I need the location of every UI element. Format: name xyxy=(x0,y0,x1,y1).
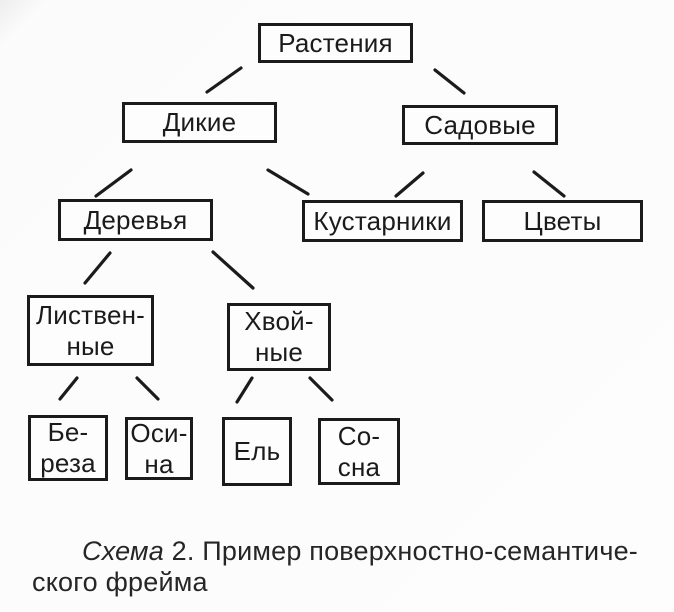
node-tsvety-label: Цветы xyxy=(523,205,602,236)
edge-sadovye-kustarniki xyxy=(394,171,425,198)
node-sadovye-label: Садовые xyxy=(424,109,536,140)
node-dikie-label: Дикие xyxy=(162,107,237,137)
edge-dikie-kustarniki xyxy=(266,168,310,196)
edge-listvennye-osina xyxy=(135,376,160,401)
node-khvoynye: Хвой- ные xyxy=(227,303,331,371)
node-derevya: Деревья xyxy=(58,199,213,241)
node-kustarniki-label: Кустарники xyxy=(313,205,452,236)
edge-khvoynye-sosna xyxy=(308,376,334,402)
node-derevya-label: Деревья xyxy=(83,204,188,235)
figure-caption-line1-rest: 2. Пример поверхностно-семантиче- xyxy=(163,536,639,566)
figure-caption: Схема 2. Пример поверхностно-семантиче- … xyxy=(32,536,642,598)
node-listvennye: Листвен- ные xyxy=(27,295,154,366)
node-bereza-label: Бе- реза xyxy=(40,417,96,478)
node-sosna-label: Со- сна xyxy=(337,420,381,482)
edge-rasteniya-dikie xyxy=(205,66,243,94)
edge-derevya-khvoynye xyxy=(211,250,255,290)
node-el-label: Ель xyxy=(233,436,281,466)
node-dikie: Дикие xyxy=(122,102,277,143)
edge-listvennye-bereza xyxy=(58,376,79,401)
figure-caption-line2: ского фрейма xyxy=(32,567,208,597)
node-kustarniki: Кустарники xyxy=(302,200,463,242)
node-bereza: Бе- реза xyxy=(28,415,108,481)
node-tsvety: Цветы xyxy=(482,200,643,242)
edge-khvoynye-el xyxy=(235,376,254,404)
node-el: Ель xyxy=(222,417,292,486)
node-sadovye: Садовые xyxy=(402,105,558,145)
node-osina: Оси- на xyxy=(125,417,193,480)
node-listvennye-label: Листвен- ные xyxy=(35,299,146,361)
figure-caption-schema-word: Схема xyxy=(82,536,164,566)
node-sosna: Со- сна xyxy=(318,418,400,485)
edge-rasteniya-sadovye xyxy=(433,68,466,95)
node-rasteniya-label: Растения xyxy=(278,27,393,58)
edge-sadovye-tsvety xyxy=(532,170,566,198)
node-osina-label: Оси- на xyxy=(130,417,188,479)
figure-caption-line1: Схема 2. Пример поверхностно-семантиче- xyxy=(32,536,642,567)
node-rasteniya: Растения xyxy=(258,23,413,63)
edge-dikie-derevya xyxy=(94,168,133,198)
edge-derevya-listvennye xyxy=(83,251,112,285)
node-khvoynye-label: Хвой- ные xyxy=(244,306,314,367)
